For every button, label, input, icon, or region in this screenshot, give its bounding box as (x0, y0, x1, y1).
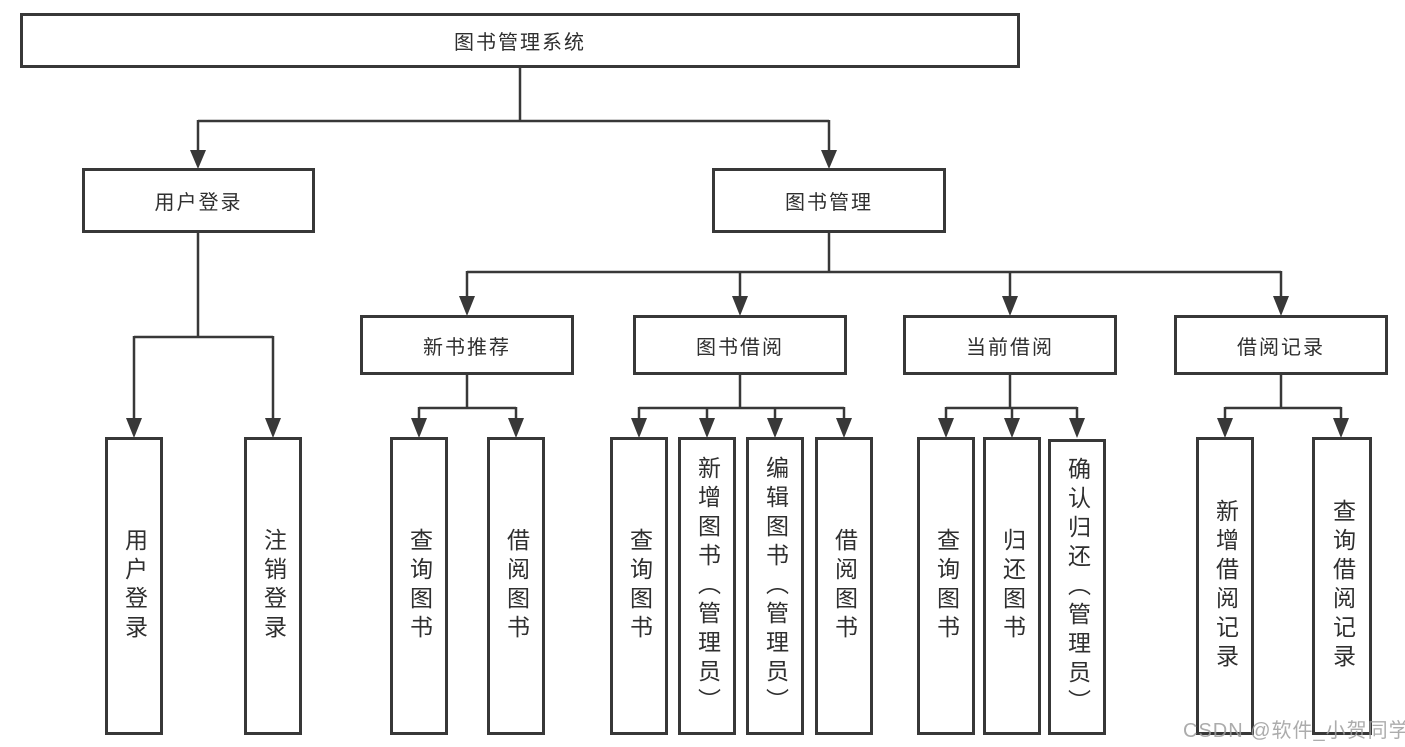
node-label: 查询借阅记录 (1329, 499, 1356, 673)
node-label: 新增借阅记录 (1212, 499, 1239, 673)
leaf-borrow-books-recommend: 借阅图书 (487, 437, 545, 735)
node-label: 用户登录 (121, 528, 148, 644)
node-label: 确认归还（管理员） (1064, 456, 1091, 718)
leaf-confirm-return-admin: 确认归还（管理员） (1048, 439, 1106, 735)
node-label: 归还图书 (999, 528, 1026, 644)
leaf-query-books-borrowing: 查询图书 (610, 437, 668, 735)
leaf-logout: 注销登录 (244, 437, 302, 735)
leaf-return-books: 归还图书 (983, 437, 1041, 735)
leaf-edit-books-admin: 编辑图书（管理员） (746, 437, 804, 735)
node-book-management-group: 图书管理 (712, 168, 946, 233)
node-label: 查询图书 (933, 528, 960, 644)
node-library-management-system: 图书管理系统 (20, 13, 1020, 68)
node-label: 图书管理系统 (454, 32, 586, 54)
leaf-borrow-books-borrowing: 借阅图书 (815, 437, 873, 735)
node-label: 注销登录 (260, 528, 287, 644)
node-label: 借阅记录 (1237, 336, 1325, 359)
node-label: 查询图书 (626, 528, 653, 644)
node-label: 图书管理 (785, 192, 873, 214)
node-current-borrowing: 当前借阅 (903, 315, 1117, 375)
node-new-book-recommend: 新书推荐 (360, 315, 574, 375)
node-label: 图书借阅 (696, 336, 784, 359)
node-book-borrowing: 图书借阅 (633, 315, 847, 375)
leaf-user-login: 用户登录 (105, 437, 163, 735)
node-label: 用户登录 (154, 192, 243, 214)
leaf-query-borrow-record: 查询借阅记录 (1312, 437, 1372, 735)
leaf-add-borrow-record: 新增借阅记录 (1196, 437, 1254, 735)
leaf-query-books-current: 查询图书 (917, 437, 975, 735)
csdn-watermark: CSDN @软件_小贺同学 (1183, 720, 1405, 742)
node-label: 借阅图书 (831, 528, 858, 644)
node-label: 新增图书（管理员） (694, 455, 721, 717)
node-user-login-group: 用户登录 (82, 168, 315, 233)
node-label: 查询图书 (406, 528, 433, 644)
node-label: 编辑图书（管理员） (762, 455, 789, 717)
node-label: 新书推荐 (423, 336, 511, 359)
node-label: 借阅图书 (503, 528, 530, 644)
leaf-query-books-recommend: 查询图书 (390, 437, 448, 735)
node-label: 当前借阅 (966, 336, 1054, 359)
leaf-add-books-admin: 新增图书（管理员） (678, 437, 736, 735)
node-borrowing-records: 借阅记录 (1174, 315, 1388, 375)
